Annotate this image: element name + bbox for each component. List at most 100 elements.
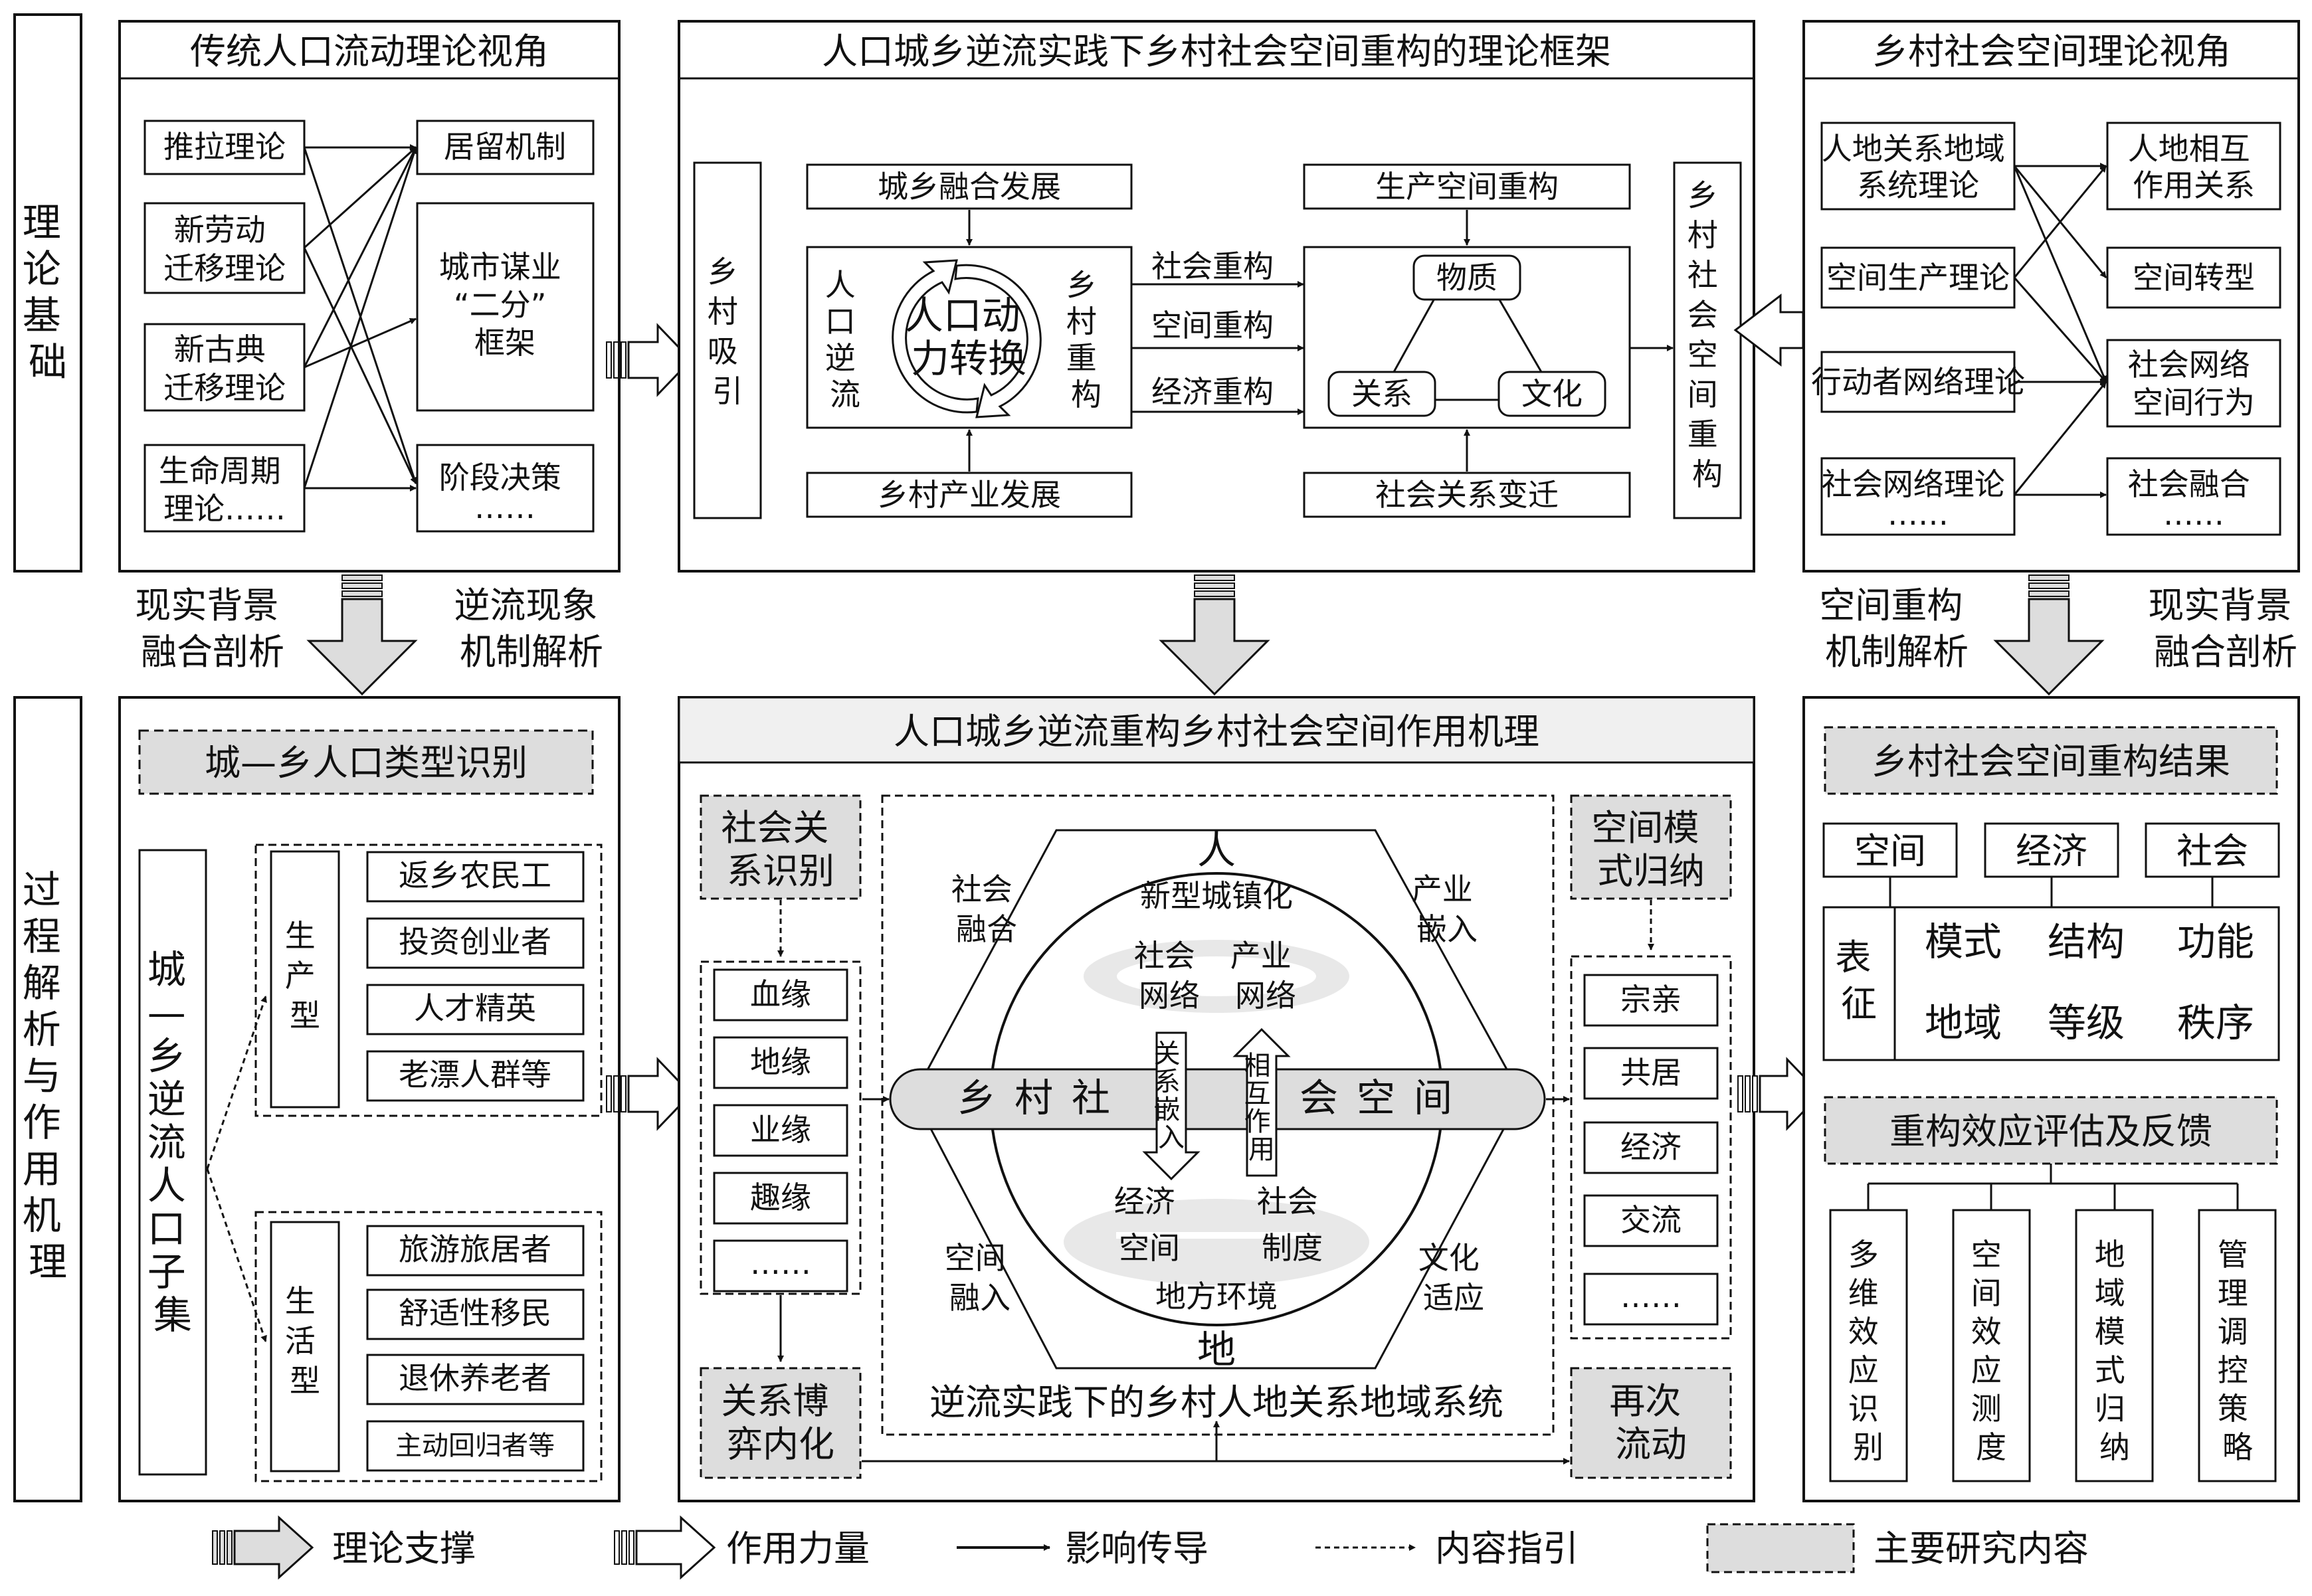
node-material [1412, 254, 1521, 301]
life-type-label: 生 活 型 [285, 1283, 326, 1399]
node-relation [1327, 371, 1436, 417]
main-research-box [138, 729, 594, 795]
ties-group [700, 960, 862, 1295]
panel-mechanism: 人口城乡逆流重构乡村社会空间作用机理 社会关 系识别 血缘 地缘 业缘 趣缘 …… [678, 696, 1755, 1502]
result-label: 乡 村 社 会 空 间 重 构 [1687, 177, 1728, 492]
panel-theoretical-framework: 人口城乡逆流实践下乡村社会空间重构的理论框架 乡 村 吸 引 城乡融合发展 乡村… [678, 20, 1755, 573]
theory-label: 新劳动 迁移理论 [163, 212, 286, 286]
theory-label: 生命周期 理论…… [159, 453, 291, 527]
theory-label: 推拉理论 [163, 129, 286, 165]
pattern-label: 交流 [1620, 1202, 1682, 1238]
theory-link-arrows [303, 144, 417, 491]
attr-label: 等级 [2048, 1000, 2125, 1045]
corner-label-space-integration: 空间 融入 [945, 1240, 1016, 1316]
outcome-label: 居留机制 [444, 129, 566, 165]
theory-label: 新古典 迁移理论 [163, 331, 286, 406]
attr-label: 秩序 [2177, 1000, 2254, 1045]
cycle-arrows-icon [892, 259, 1042, 418]
spatial-pattern-label: 空间模 式归纳 [1591, 807, 1710, 892]
row-label-theory-text: 理 论 基 础 [23, 200, 73, 385]
arrow-label: 空间重构 [1151, 308, 1274, 343]
outcome-box-residence [416, 120, 595, 175]
node-culture-label: 文化 [1521, 376, 1583, 412]
tie-label: 地缘 [750, 1044, 811, 1080]
theory-label: 人地关系地域 系统理论 [1822, 131, 2015, 203]
dim-label: 空间 [1854, 830, 1926, 872]
production-type-box [270, 850, 340, 1108]
group-item-label: 老漂人群等 [399, 1057, 551, 1093]
panel-traditional-migration-theory: 传统人口流动理论视角 推拉理论 新劳动 迁移理论 新古典 迁移理论 生命周期 理… [118, 20, 621, 573]
outcome-box-interaction [2106, 122, 2281, 211]
step-box [1952, 1209, 2031, 1482]
ren-label: 人 [1197, 828, 1236, 873]
legend-force-icon [614, 1515, 716, 1580]
group-item-label: 舒适性移民 [399, 1295, 551, 1331]
step-label: 空 间 效 应 测 度 [1971, 1237, 2012, 1465]
panel-rural-social-space-theory: 乡村社会空间理论视角 人地关系地域 系统理论 空间生产理论 行动者网络理论 社会… [1802, 20, 2300, 573]
rural-restructuring-label: 乡 村 重 构 [1066, 267, 1107, 412]
urban-rural-integration-label: 城乡融合发展 [878, 169, 1061, 205]
attr-label: 结构 [2048, 919, 2125, 964]
outcome-label: 空间转型 [2133, 260, 2255, 296]
relation-game-box [700, 1367, 862, 1479]
node-relation-label: 关系 [1351, 376, 1412, 412]
corner-label-industry-embed: 产业 嵌入 [1412, 871, 1483, 947]
row-label-theory: 理 论 基 础 [13, 13, 82, 573]
theory-box-man-land [1820, 122, 2016, 211]
reverse-flow-subset-box [138, 849, 207, 1476]
representation-box [1822, 906, 2280, 1061]
outcome-box-network-behavior [2106, 339, 2281, 428]
band-label-left: 乡村社 [957, 1075, 1129, 1120]
outcome-box-dual-framework [416, 202, 595, 412]
industry-network-label: 产业 网络 [1230, 938, 1301, 1014]
legend-label-main-research: 主要研究内容 [1874, 1528, 2089, 1569]
dim-box [2145, 822, 2280, 878]
tie-item [713, 1239, 848, 1292]
group-item [366, 1288, 585, 1340]
life-group [254, 1211, 603, 1482]
node-culture [1497, 371, 1606, 417]
production-restructuring-box [1303, 163, 1631, 210]
group-item [366, 917, 585, 969]
outcome-box-stage-decision [416, 444, 595, 533]
panel-title: 乡村社会空间理论视角 [1872, 31, 2231, 72]
pattern-item [1583, 1273, 1719, 1326]
group-item-label: 退休养老者 [399, 1360, 551, 1396]
tie-item [713, 1172, 848, 1225]
tie-label: 血缘 [750, 976, 811, 1012]
reflow-label: 再次 流动 [1609, 1380, 1692, 1465]
panel-title: 人口城乡逆流实践下乡村社会空间重构的理论框架 [822, 31, 1611, 72]
group-item [366, 984, 585, 1035]
legend: 理论支撑 作用力量 影响传导 内容指引 主要研究内容 [212, 1515, 2089, 1580]
support-arrow-left-to-center [606, 323, 693, 397]
group-item-label: 人才精英 [414, 990, 536, 1026]
force-arrow-right-down [1993, 575, 2105, 696]
panel-population-type-identification: 城—乡人口类型识别 城 — 乡 逆 流 人 口 子 集 生 产 型 返乡农民工 … [118, 696, 621, 1502]
attr-label: 地域 [1925, 1000, 2002, 1045]
force-arrow-center-down [1159, 575, 1270, 696]
legend-label-theory-support: 理论支撑 [332, 1528, 476, 1569]
social-relation-id-label: 社会关 系识别 [721, 807, 840, 892]
feedback-box [1824, 1096, 2278, 1165]
tie-item [713, 1036, 848, 1089]
di-label: 地 [1197, 1327, 1236, 1372]
dim-box [1984, 822, 2119, 878]
transition-left-label-1: 现实背景 融合剖析 [135, 584, 290, 673]
network-ring-decoration [1064, 940, 1369, 1285]
theory-box-space-production [1820, 246, 2016, 309]
pattern-label: …… [1620, 1279, 1682, 1314]
dynamic-conversion-label: 人口动 力转换 [905, 293, 1032, 381]
theory-box-push-pull [144, 120, 306, 175]
system-caption: 逆流实践下的乡村人地关系地域系统 [929, 1381, 1503, 1423]
panel-title: 人口城乡逆流重构乡村社会空间作用机理 [894, 711, 1539, 753]
legend-label-force: 作用力量 [726, 1528, 870, 1569]
node-material-label: 物质 [1436, 260, 1497, 296]
step-connectors [1867, 1164, 2239, 1210]
man-land-system-region [881, 794, 1555, 1436]
feedback-label: 重构效应评估及反馈 [1889, 1110, 2212, 1152]
group-item-label: 返乡农民工 [399, 857, 551, 893]
group-item [366, 1225, 585, 1277]
legend-theory-support-icon [212, 1515, 314, 1580]
legend-label-guide: 内容指引 [1435, 1528, 1579, 1569]
step-label: 管 理 调 控 策 略 [2218, 1237, 2258, 1465]
